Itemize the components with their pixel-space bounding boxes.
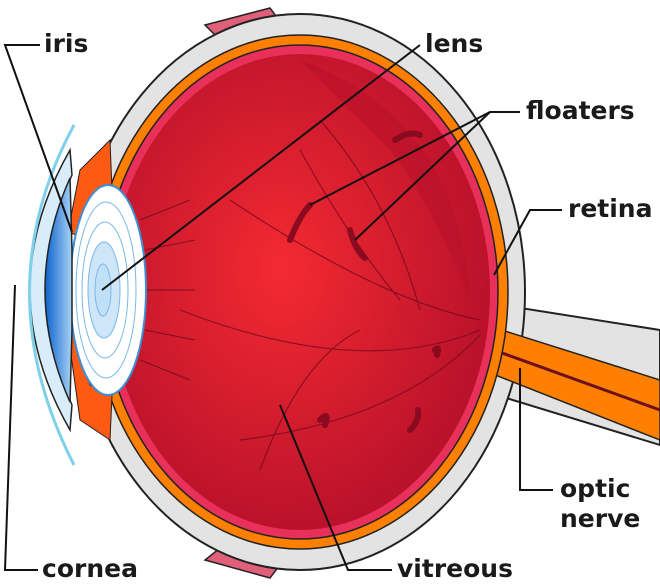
label-retina: retina xyxy=(568,194,653,223)
retina-leader xyxy=(493,209,562,276)
label-lens: lens xyxy=(425,29,484,58)
lens-leader xyxy=(101,44,421,291)
label-iris: iris xyxy=(44,29,89,58)
anterior-chamber xyxy=(44,177,73,403)
label-cornea: cornea xyxy=(42,554,138,583)
label-optic: optic xyxy=(560,474,631,503)
label-nerve: nerve xyxy=(560,504,641,533)
cornea-leader xyxy=(3,284,38,571)
iris-leader xyxy=(3,44,73,233)
vitreous-body xyxy=(110,54,490,530)
lens-shape xyxy=(69,184,147,396)
label-floaters: floaters xyxy=(526,96,635,125)
label-vitreous: vitreous xyxy=(397,554,513,583)
optic-nerve-leader xyxy=(519,368,553,491)
floaters-leader-2 xyxy=(354,111,491,241)
vitreous-leader xyxy=(279,404,392,571)
